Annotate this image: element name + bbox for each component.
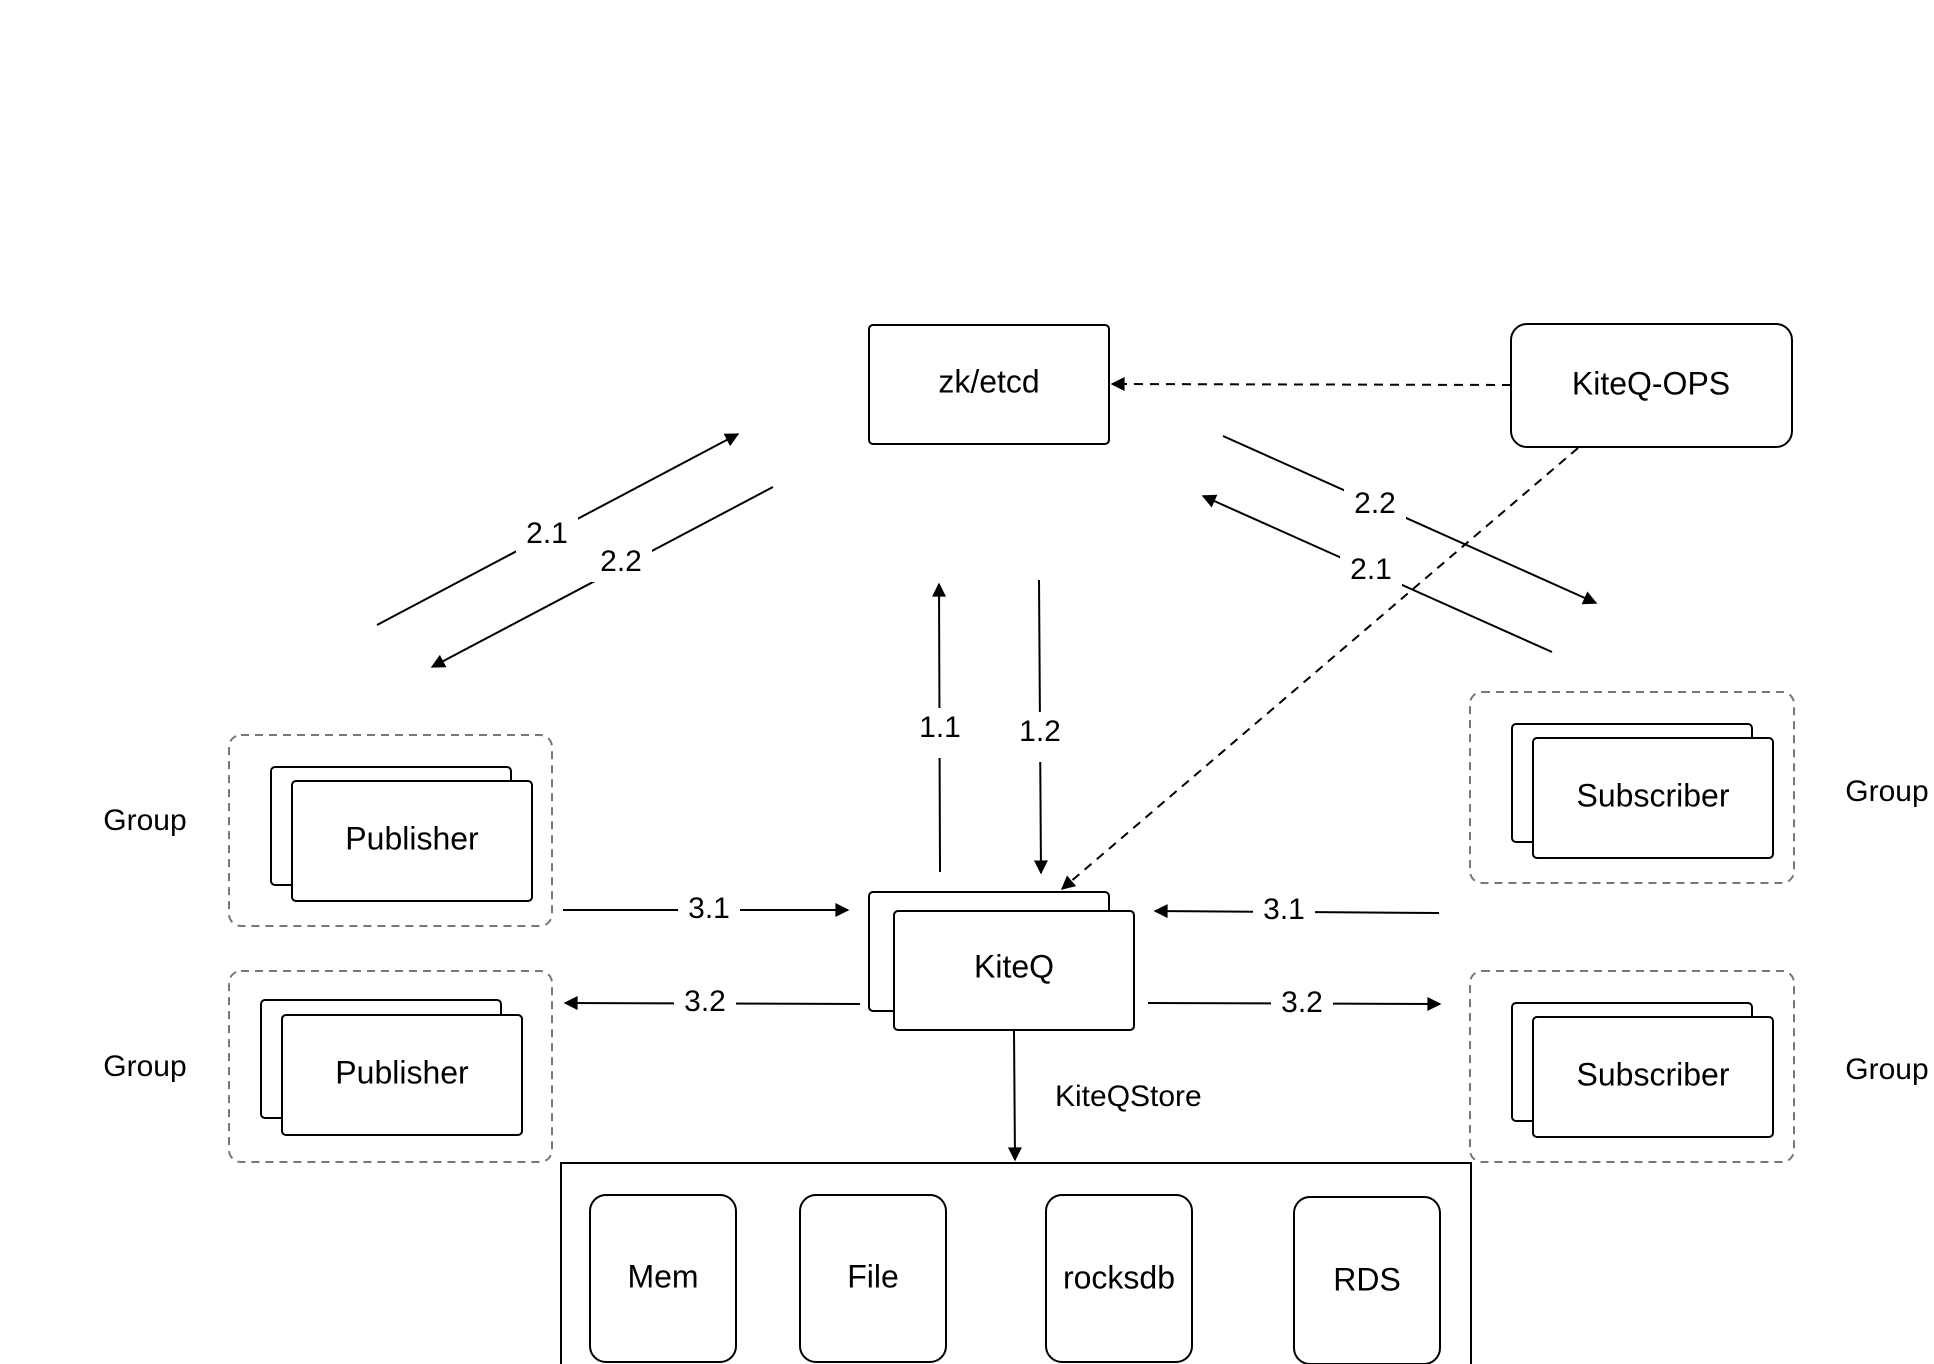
group-right-bottom: Subscriber [1469,970,1795,1163]
group-left-bottom: Publisher [228,970,553,1163]
group-left-top-label: Group [103,804,186,837]
pub-to-kiteq-label: 3.1 [688,892,730,925]
store-item-rds-label: RDS [1333,1261,1401,1297]
subscriber-bottom-label: Subscriber [1577,1056,1730,1092]
store-item-file-label: File [847,1258,899,1294]
kiteq-ops-node: KiteQ-OPS [1510,323,1793,448]
kiteq-ops-label: KiteQ-OPS [1572,365,1730,401]
zk-to-sub-edge [1222,435,1598,605]
store-item-rds: RDS [1293,1196,1441,1364]
zk-etcd-label: zk/etcd [938,363,1039,399]
store-item-mem: Mem [589,1194,737,1363]
group-left-bottom-label: Group [103,1050,186,1083]
group-right-top-label: Group [1845,775,1928,808]
zk-etcd-node: zk/etcd [868,324,1110,445]
store-item-rocksdb: rocksdb [1045,1194,1193,1363]
zk-to-pub-label: 2.2 [600,545,642,578]
ops-to-kiteq-edge [1060,447,1579,890]
kiteq-to-sub-label: 3.2 [1281,986,1323,1019]
kiteq-to-zk-label: 1.1 [919,711,961,744]
group-left-top: Publisher [228,734,553,927]
zk-to-sub-label: 2.2 [1354,487,1396,520]
group-right-top: Subscriber [1469,691,1795,884]
sub-to-kiteq-label: 3.1 [1263,893,1305,926]
kiteq-to-store-edge [1007,1030,1022,1162]
ops-to-zk-edge [1110,377,1512,392]
kiteq-node: KiteQ [868,891,1135,1031]
store-item-mem-label: Mem [627,1258,698,1294]
sub-to-zk-label: 2.1 [1350,553,1392,586]
publisher-top-label: Publisher [345,820,479,856]
store-item-rocksdb-label: rocksdb [1063,1259,1175,1295]
publisher-bottom-label: Publisher [335,1054,469,1090]
publisher-bottom-node [281,1014,523,1136]
kiteq-label: KiteQ [974,948,1054,984]
subscriber-bottom-node [1532,1016,1774,1138]
kiteq-store-container: Mem File rocksdb RDS [560,1162,1472,1364]
publisher-top-node [291,780,533,902]
pub-to-zk-label: 2.1 [526,517,568,550]
group-right-bottom-label: Group [1845,1053,1928,1086]
subscriber-top-node [1532,737,1774,859]
kiteq-to-pub-label: 3.2 [684,985,726,1018]
subscriber-top-label: Subscriber [1577,777,1730,813]
store-label: KiteQStore [1055,1080,1202,1113]
zk-to-kiteq-label: 1.2 [1019,715,1061,748]
store-item-file: File [799,1194,947,1363]
